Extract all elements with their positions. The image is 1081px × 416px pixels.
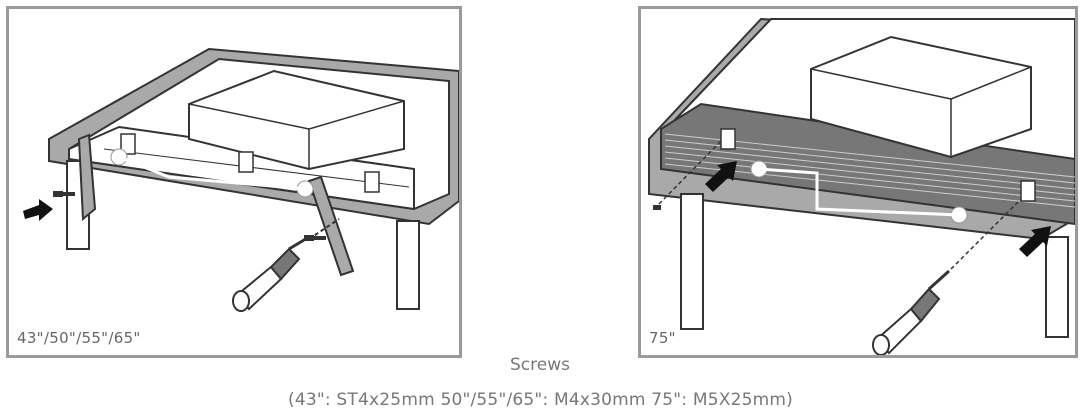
arrow-icon-2 — [1019, 226, 1051, 257]
panel-43-50-55-65: 43"/50"/55"/65" — [6, 6, 462, 358]
arrow-icon — [23, 199, 53, 221]
tv-stand-assembly-illustration-large — [648, 17, 1075, 355]
tv-electronics-box — [810, 35, 1032, 159]
screw-specs-label: (43": ST4x25mm 50"/55"/65": M4x30mm 75":… — [288, 390, 793, 410]
screwdriver-icon — [872, 269, 951, 355]
tv-bottom-bezel — [660, 102, 1075, 226]
bracket-right — [1020, 180, 1036, 202]
table-leg-right — [1045, 236, 1069, 338]
bracket-right — [364, 171, 380, 193]
tv-electronics-box — [188, 69, 405, 171]
screws-label: Screws — [510, 355, 570, 375]
table-leg-left — [680, 193, 704, 330]
stand-foot-left — [77, 133, 97, 222]
screw-icon — [653, 205, 661, 210]
screw-icon — [53, 191, 75, 197]
arrow-icon — [705, 161, 737, 192]
tv-stand-assembly-illustration-small — [23, 47, 459, 312]
panel-75: 75" — [638, 6, 1078, 358]
size-label-left: 43"/50"/55"/65" — [17, 329, 141, 347]
bracket-left — [120, 133, 136, 155]
bracket-center — [238, 151, 254, 173]
bracket-left — [720, 128, 736, 150]
size-label-right: 75" — [649, 329, 676, 347]
stand-foot-right — [307, 175, 355, 277]
table-leg-right — [396, 220, 420, 310]
screwdriver-icon — [232, 218, 340, 312]
